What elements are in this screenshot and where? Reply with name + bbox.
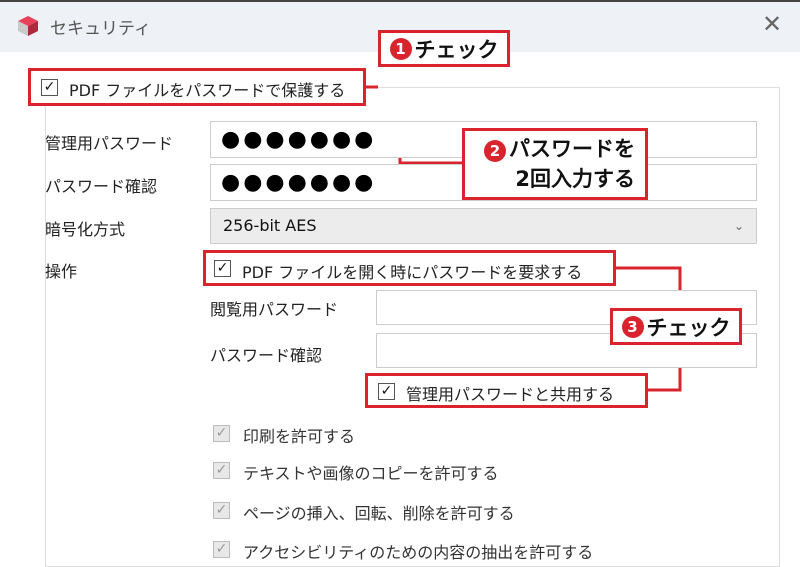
callout-number: 3 bbox=[621, 315, 644, 338]
permission-label: アクセシビリティのための内容の抽出を許可する bbox=[243, 543, 594, 562]
protect-checkbox-row[interactable]: ✓ PDF ファイルをパスワードで保護する bbox=[28, 68, 366, 106]
callout-text: チェック bbox=[414, 37, 499, 62]
callout-text: 2回入力する bbox=[515, 167, 635, 191]
permission-label: 印刷を許可する bbox=[243, 427, 356, 446]
require-open-checkbox[interactable]: ✓ bbox=[214, 260, 231, 277]
protect-checkbox[interactable]: ✓ bbox=[41, 79, 58, 96]
encryption-label: 暗号化方式 bbox=[45, 220, 126, 239]
require-open-label: PDF ファイルを開く時にパスワードを要求する bbox=[242, 263, 583, 282]
window-title: セキュリティ bbox=[50, 19, 151, 39]
view-password-label: 閲覧用パスワード bbox=[210, 300, 339, 319]
encryption-select[interactable]: 256-bit AES ⌄ bbox=[210, 208, 757, 244]
permission-checkbox[interactable]: ✓ bbox=[213, 502, 230, 519]
admin-confirm-label: パスワード確認 bbox=[45, 177, 158, 196]
permission-label: テキストや画像のコピーを許可する bbox=[243, 464, 499, 483]
close-icon[interactable]: ✕ bbox=[762, 10, 783, 38]
share-admin-label: 管理用パスワードと共用する bbox=[406, 385, 615, 404]
admin-password-label: 管理用パスワード bbox=[45, 134, 174, 153]
cube-icon bbox=[18, 16, 38, 36]
permission-checkbox[interactable]: ✓ bbox=[213, 425, 230, 442]
permission-checkbox[interactable]: ✓ bbox=[213, 462, 230, 479]
callout-number: 2 bbox=[484, 140, 506, 162]
callout-text: パスワードを bbox=[509, 137, 635, 161]
require-open-row[interactable]: ✓ PDF ファイルを開く時にパスワードを要求する bbox=[203, 250, 616, 286]
permission-label: ページの挿入、回転、削除を許可する bbox=[243, 504, 515, 523]
chevron-down-icon: ⌄ bbox=[733, 219, 744, 233]
view-confirm-label: パスワード確認 bbox=[210, 346, 323, 365]
operations-label: 操作 bbox=[45, 262, 78, 281]
share-admin-checkbox[interactable]: ✓ bbox=[378, 383, 395, 400]
permission-checkbox[interactable]: ✓ bbox=[213, 541, 230, 558]
callout-text: チェック bbox=[646, 315, 731, 340]
encryption-value: 256-bit AES bbox=[223, 216, 317, 235]
share-admin-row[interactable]: ✓ 管理用パスワードと共用する bbox=[365, 373, 648, 408]
callout-number: 1 bbox=[389, 37, 412, 60]
protect-label: PDF ファイルをパスワードで保護する bbox=[69, 81, 346, 100]
